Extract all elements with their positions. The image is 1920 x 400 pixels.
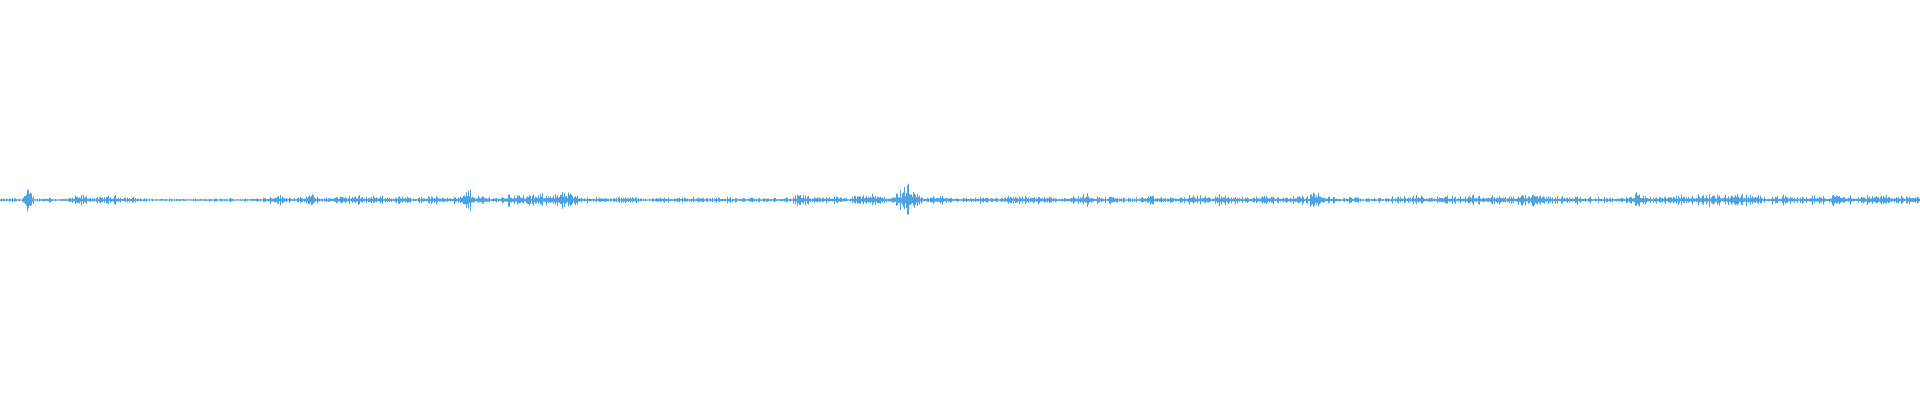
waveform-bars — [0, 183, 1920, 215]
